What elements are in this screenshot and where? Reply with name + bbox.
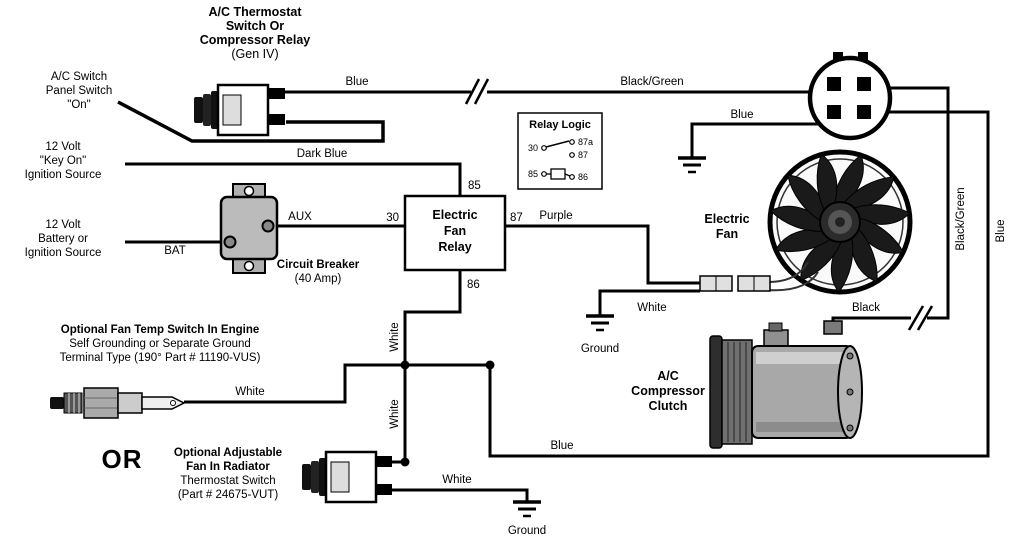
relay-box bbox=[403, 194, 507, 272]
relay-name-line3: Relay bbox=[438, 240, 471, 254]
wire-label-black-green-vertical: Black/Green bbox=[955, 187, 967, 250]
ground-symbol-fan bbox=[586, 314, 614, 332]
relay-pin-30: 30 bbox=[386, 212, 399, 224]
radiator-switch-label-line2: Fan In Radiator bbox=[186, 461, 270, 473]
wire-label-purple: Purple bbox=[539, 210, 572, 222]
diagram-title-line4: (Gen IV) bbox=[231, 47, 278, 61]
relay-logic-86: 86 bbox=[578, 172, 588, 182]
wire-label-blue-top: Blue bbox=[345, 76, 368, 88]
wire-label-blue-bottom: Blue bbox=[550, 440, 573, 452]
circuit-breaker-label: Circuit Breaker bbox=[277, 259, 360, 271]
wire-label-white-fan: White bbox=[637, 302, 666, 314]
wire-label-white-engine: White bbox=[235, 386, 264, 398]
ac-switch-label-line2: Panel Switch bbox=[46, 85, 112, 97]
battery-label-line1: 12 Volt bbox=[45, 219, 81, 231]
wire-label-blue-vertical: Blue bbox=[995, 219, 1007, 242]
electric-fan-component bbox=[699, 149, 913, 295]
battery-label-line3: Ignition Source bbox=[25, 247, 102, 259]
junction-dot bbox=[485, 360, 495, 370]
aux-terminal bbox=[261, 219, 275, 233]
relay-pin-85: 85 bbox=[468, 180, 481, 192]
battery-label-line2: Battery or bbox=[38, 233, 88, 245]
wire-label-black-green-top: Black/Green bbox=[620, 76, 683, 88]
aux-label: AUX bbox=[288, 211, 312, 223]
compressor-label-line1: A/C bbox=[657, 369, 679, 383]
circuit-breaker-rating: (40 Amp) bbox=[295, 273, 342, 285]
ground-label-bottom: Ground bbox=[508, 525, 546, 537]
engine-switch-label-line1: Optional Fan Temp Switch In Engine bbox=[61, 324, 260, 336]
engine-switch-label-line3: Terminal Type (190° Part # 11190-VUS) bbox=[60, 352, 261, 364]
thermostat-switch-component bbox=[194, 83, 285, 137]
wire-label-white-vertical-1: White bbox=[389, 322, 401, 351]
ground-symbol-bottom bbox=[513, 500, 541, 518]
radiator-switch-label-line1: Optional Adjustable bbox=[174, 447, 282, 459]
four-pin-connector bbox=[807, 52, 893, 141]
relay-name-line1: Electric bbox=[432, 208, 477, 222]
wire-label-dark-blue: Dark Blue bbox=[297, 148, 348, 160]
bat-terminal bbox=[223, 235, 237, 249]
relay-name-line2: Fan bbox=[444, 224, 466, 238]
wire-label-white-bottom: White bbox=[442, 474, 471, 486]
radiator-thermostat-switch-component bbox=[302, 450, 392, 504]
compressor-clutch-component bbox=[709, 320, 863, 449]
relay-logic-30: 30 bbox=[528, 143, 538, 153]
ground-symbol-connector bbox=[678, 156, 706, 174]
fan-label-line2: Fan bbox=[716, 227, 738, 241]
fan-label-line1: Electric bbox=[704, 212, 749, 226]
key-on-label-line1: 12 Volt bbox=[45, 141, 81, 153]
relay-logic-87: 87 bbox=[578, 150, 588, 160]
compressor-label-line2: Compressor bbox=[631, 384, 705, 398]
junction-dot bbox=[400, 360, 410, 370]
circuit-breaker-component bbox=[219, 183, 279, 274]
wire-label-blue-connector: Blue bbox=[730, 109, 753, 121]
key-on-label-line3: Ignition Source bbox=[25, 169, 102, 181]
junction-dot bbox=[400, 457, 410, 467]
wire-label-white-vertical-2: White bbox=[389, 399, 401, 428]
bat-label: BAT bbox=[164, 245, 186, 257]
diagram-title-line3: Compressor Relay bbox=[200, 33, 311, 47]
relay-pin-87: 87 bbox=[510, 212, 523, 224]
key-on-label-line2: "Key On" bbox=[40, 155, 87, 167]
radiator-switch-label-line4: (Part # 24675-VUT) bbox=[178, 489, 279, 501]
engine-temp-switch-component bbox=[50, 387, 186, 419]
ac-switch-label-line3: "On" bbox=[67, 99, 91, 111]
wire-runs bbox=[117, 78, 990, 502]
or-label: OR bbox=[102, 444, 143, 474]
radiator-switch-label-line3: Thermostat Switch bbox=[180, 475, 275, 487]
wire-label-black: Black bbox=[852, 302, 880, 314]
relay-pin-86: 86 bbox=[467, 279, 480, 291]
ac-switch-label-line1: A/C Switch bbox=[51, 71, 107, 83]
compressor-label-line3: Clutch bbox=[649, 399, 688, 413]
diagram-title-line2: Switch Or bbox=[226, 19, 284, 33]
relay-logic-87a: 87a bbox=[578, 137, 593, 147]
relay-logic-title: Relay Logic bbox=[529, 119, 591, 131]
diagram-title-line1: A/C Thermostat bbox=[208, 5, 302, 19]
relay-logic-85: 85 bbox=[528, 169, 538, 179]
ground-label-fan: Ground bbox=[581, 343, 619, 355]
engine-switch-label-line2: Self Grounding or Separate Ground bbox=[69, 338, 251, 350]
relay-logic-box bbox=[517, 112, 603, 190]
